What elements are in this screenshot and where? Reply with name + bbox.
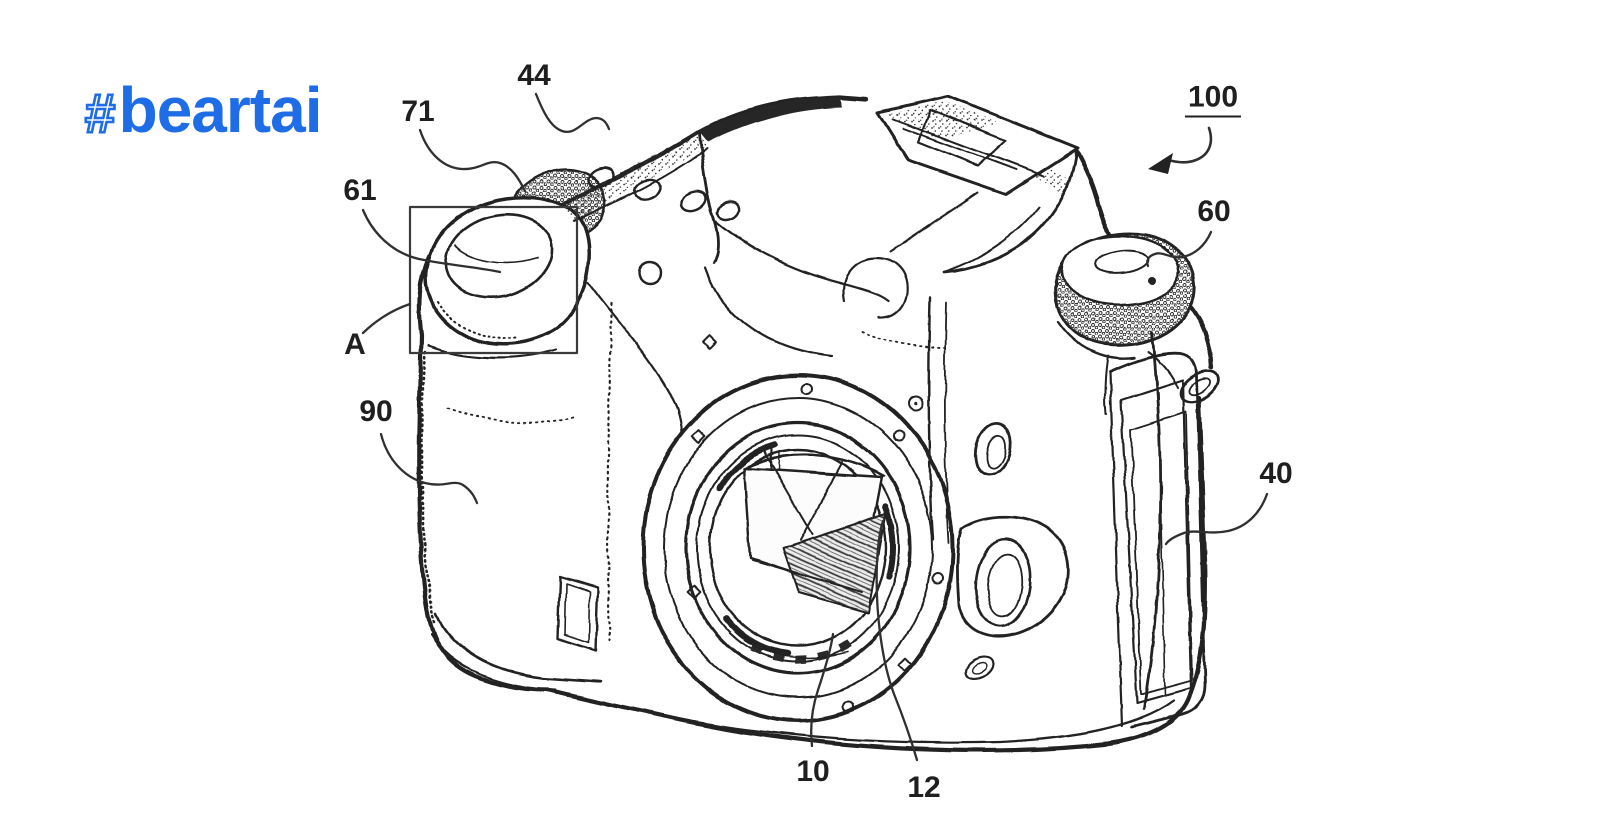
beartai-logo: #beartai — [83, 78, 323, 144]
shutter-button — [444, 213, 554, 299]
top-plate — [562, 131, 741, 434]
leader-61 — [361, 208, 502, 274]
mode-dial — [1053, 232, 1196, 389]
front-lamp — [842, 256, 909, 320]
grip — [420, 302, 614, 691]
rear-lcd — [1108, 352, 1221, 729]
leader-100 — [1166, 126, 1213, 164]
leader-90 — [379, 432, 479, 505]
lens-contacts — [744, 639, 852, 664]
reflex-mirror — [742, 448, 887, 613]
leader-12 — [875, 519, 919, 762]
detail-box-a — [408, 205, 579, 355]
ref-label-71: 71 — [401, 95, 435, 128]
ref-label-A: A — [344, 328, 366, 361]
ref-label-61: 61 — [343, 174, 377, 207]
ref-label-12: 12 — [907, 771, 941, 804]
leader-60 — [1146, 230, 1213, 268]
lens-mount — [641, 334, 955, 723]
ref-label-90: 90 — [359, 395, 393, 428]
arrowhead-100 — [1148, 153, 1173, 174]
front-screw — [908, 396, 924, 412]
leader-44 — [534, 92, 611, 134]
strap-lug — [1179, 370, 1221, 404]
hot-shoe — [876, 94, 1080, 196]
leader-40 — [1164, 492, 1269, 546]
dof-preview-button — [974, 538, 1032, 628]
ref-label-60: 60 — [1197, 195, 1231, 228]
card-door — [556, 575, 600, 652]
leader-10 — [810, 632, 835, 748]
ref-label-44: 44 — [517, 59, 551, 92]
leader-A — [361, 302, 412, 335]
leader-71 — [418, 128, 527, 193]
annotations — [361, 92, 1269, 762]
camera-drawing — [416, 94, 1221, 753]
lens-release-button — [973, 422, 1013, 476]
bayonet-tabs — [700, 439, 896, 657]
logo-wordmark: beartai — [118, 74, 323, 146]
ref-label-10: 10 — [796, 755, 830, 788]
shutter-mound — [423, 196, 591, 346]
shutter-area — [423, 168, 607, 346]
ref-label-100: 100 — [1184, 81, 1242, 118]
ref-label-40: 40 — [1259, 457, 1293, 490]
logo-hash-icon: # — [83, 82, 116, 144]
